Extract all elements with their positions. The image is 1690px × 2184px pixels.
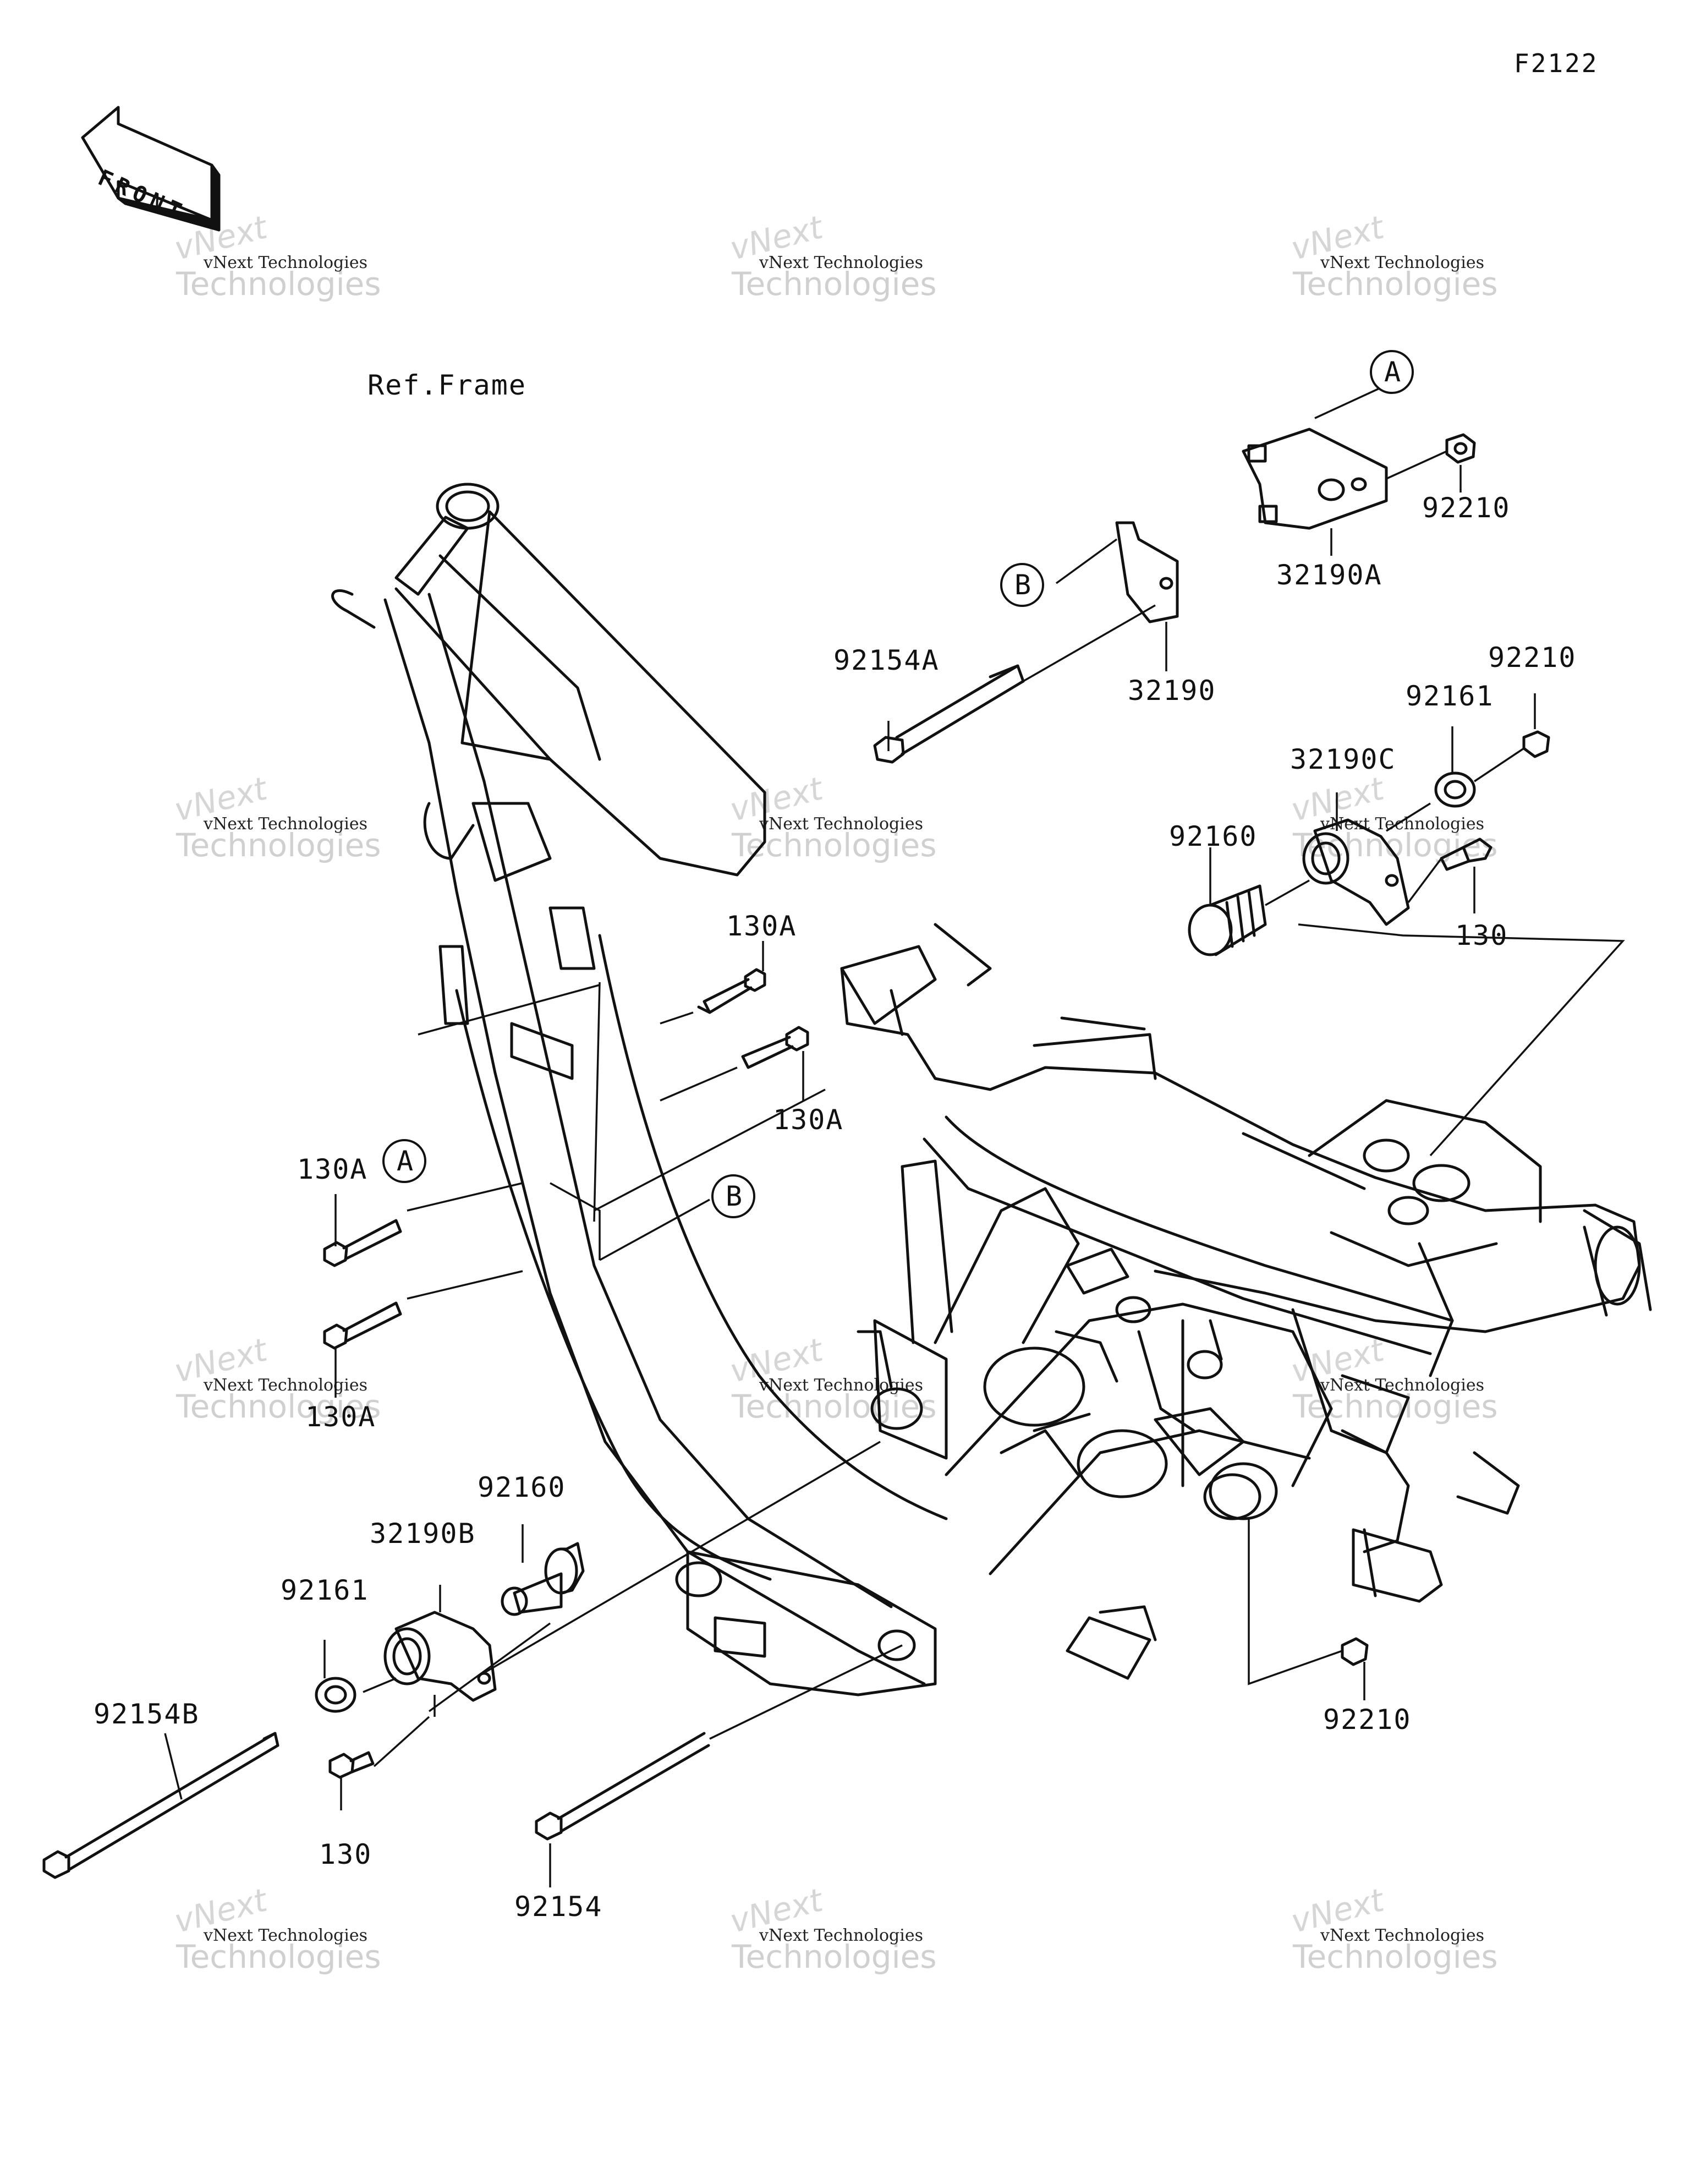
callout-b-frame <box>711 1174 755 1218</box>
part-label-92160-left: 92160 <box>478 1471 566 1503</box>
ref-frame-label: Ref.Frame <box>367 369 526 401</box>
callout-a-frame <box>382 1139 426 1183</box>
watermark: vNext Technologies vNext Technologies <box>726 1331 937 1425</box>
part-label-130a-lower: 130A <box>305 1401 376 1433</box>
part-label-92210-right: 92210 <box>1488 642 1577 674</box>
bolt-92154b <box>42 1732 279 1879</box>
watermark: vNext Technologies vNext Technologies <box>726 208 937 303</box>
part-label-92160-right: 92160 <box>1169 820 1258 852</box>
watermark: vNext Technologies vNext Technologies <box>171 208 381 303</box>
bolt-130-left <box>328 1751 375 1779</box>
bolt-92154 <box>535 1732 710 1841</box>
bracket-32190a <box>1242 428 1388 530</box>
callout-b-top <box>1000 563 1044 607</box>
frame <box>331 483 1652 1696</box>
bushing-92160-left <box>501 1542 585 1616</box>
bolt-92154a <box>873 664 1025 764</box>
part-label-130a-top: 130A <box>726 910 797 942</box>
diagram-code: F2122 <box>1514 48 1599 78</box>
washer-92161-right <box>1434 771 1476 808</box>
bushing-92160-right <box>1188 884 1267 956</box>
bracket-32190c <box>1302 818 1410 926</box>
callout-a-top <box>1370 350 1414 394</box>
part-label-32190a: 32190A <box>1276 559 1382 591</box>
bracket-32190 <box>1115 521 1179 623</box>
watermark: vNext Technologies vNext Technologies <box>1287 1881 1498 1975</box>
watermark: vNext Technologies vNext Technologies <box>726 1881 937 1975</box>
watermark: vNext Technologies vNext Technologies <box>1287 208 1498 303</box>
nut-92210-bottom <box>1341 1637 1369 1666</box>
part-label-92210-bottom: 92210 <box>1323 1704 1412 1736</box>
washer-92161-left <box>315 1677 356 1713</box>
part-label-92154a: 92154A <box>833 644 940 676</box>
watermark: vNext Technologies vNext Technologies <box>171 1331 381 1425</box>
part-label-130a-left: 130A <box>297 1153 368 1185</box>
part-label-92161-left: 92161 <box>281 1574 369 1606</box>
part-label-92161-right: 92161 <box>1406 680 1494 712</box>
bolt-130a-lower <box>323 1301 402 1350</box>
part-label-92210-top: 92210 <box>1422 492 1511 524</box>
bolt-130a-top <box>697 968 766 1014</box>
nut-92210-right <box>1522 730 1550 758</box>
part-label-32190: 32190 <box>1128 675 1216 707</box>
watermark: vNext Technologies vNext Technologies <box>171 769 381 864</box>
bolt-130a-left <box>323 1219 402 1267</box>
callout-a-frame-letter: A <box>397 1145 415 1177</box>
watermark: vNext Technologies vNext Technologies <box>171 1881 381 1975</box>
bolt-130-right <box>1440 838 1493 871</box>
nut-92210-top <box>1445 433 1476 464</box>
part-label-92154: 92154 <box>514 1891 603 1923</box>
part-label-130-right: 130 <box>1455 919 1508 951</box>
callout-a-top-letter: A <box>1384 356 1402 388</box>
callout-b-top-letter: B <box>1014 569 1033 601</box>
part-label-32190c: 32190C <box>1290 743 1396 775</box>
front-arrow-icon <box>81 106 221 232</box>
part-label-130a-mid: 130A <box>773 1104 844 1136</box>
part-label-130-left: 130 <box>319 1838 372 1870</box>
part-label-32190b: 32190B <box>370 1518 476 1550</box>
bolt-130a-mid <box>741 1026 809 1069</box>
callout-b-frame-letter: B <box>726 1180 744 1212</box>
part-label-92154b: 92154B <box>94 1698 200 1730</box>
bracket-32190b <box>383 1611 497 1702</box>
